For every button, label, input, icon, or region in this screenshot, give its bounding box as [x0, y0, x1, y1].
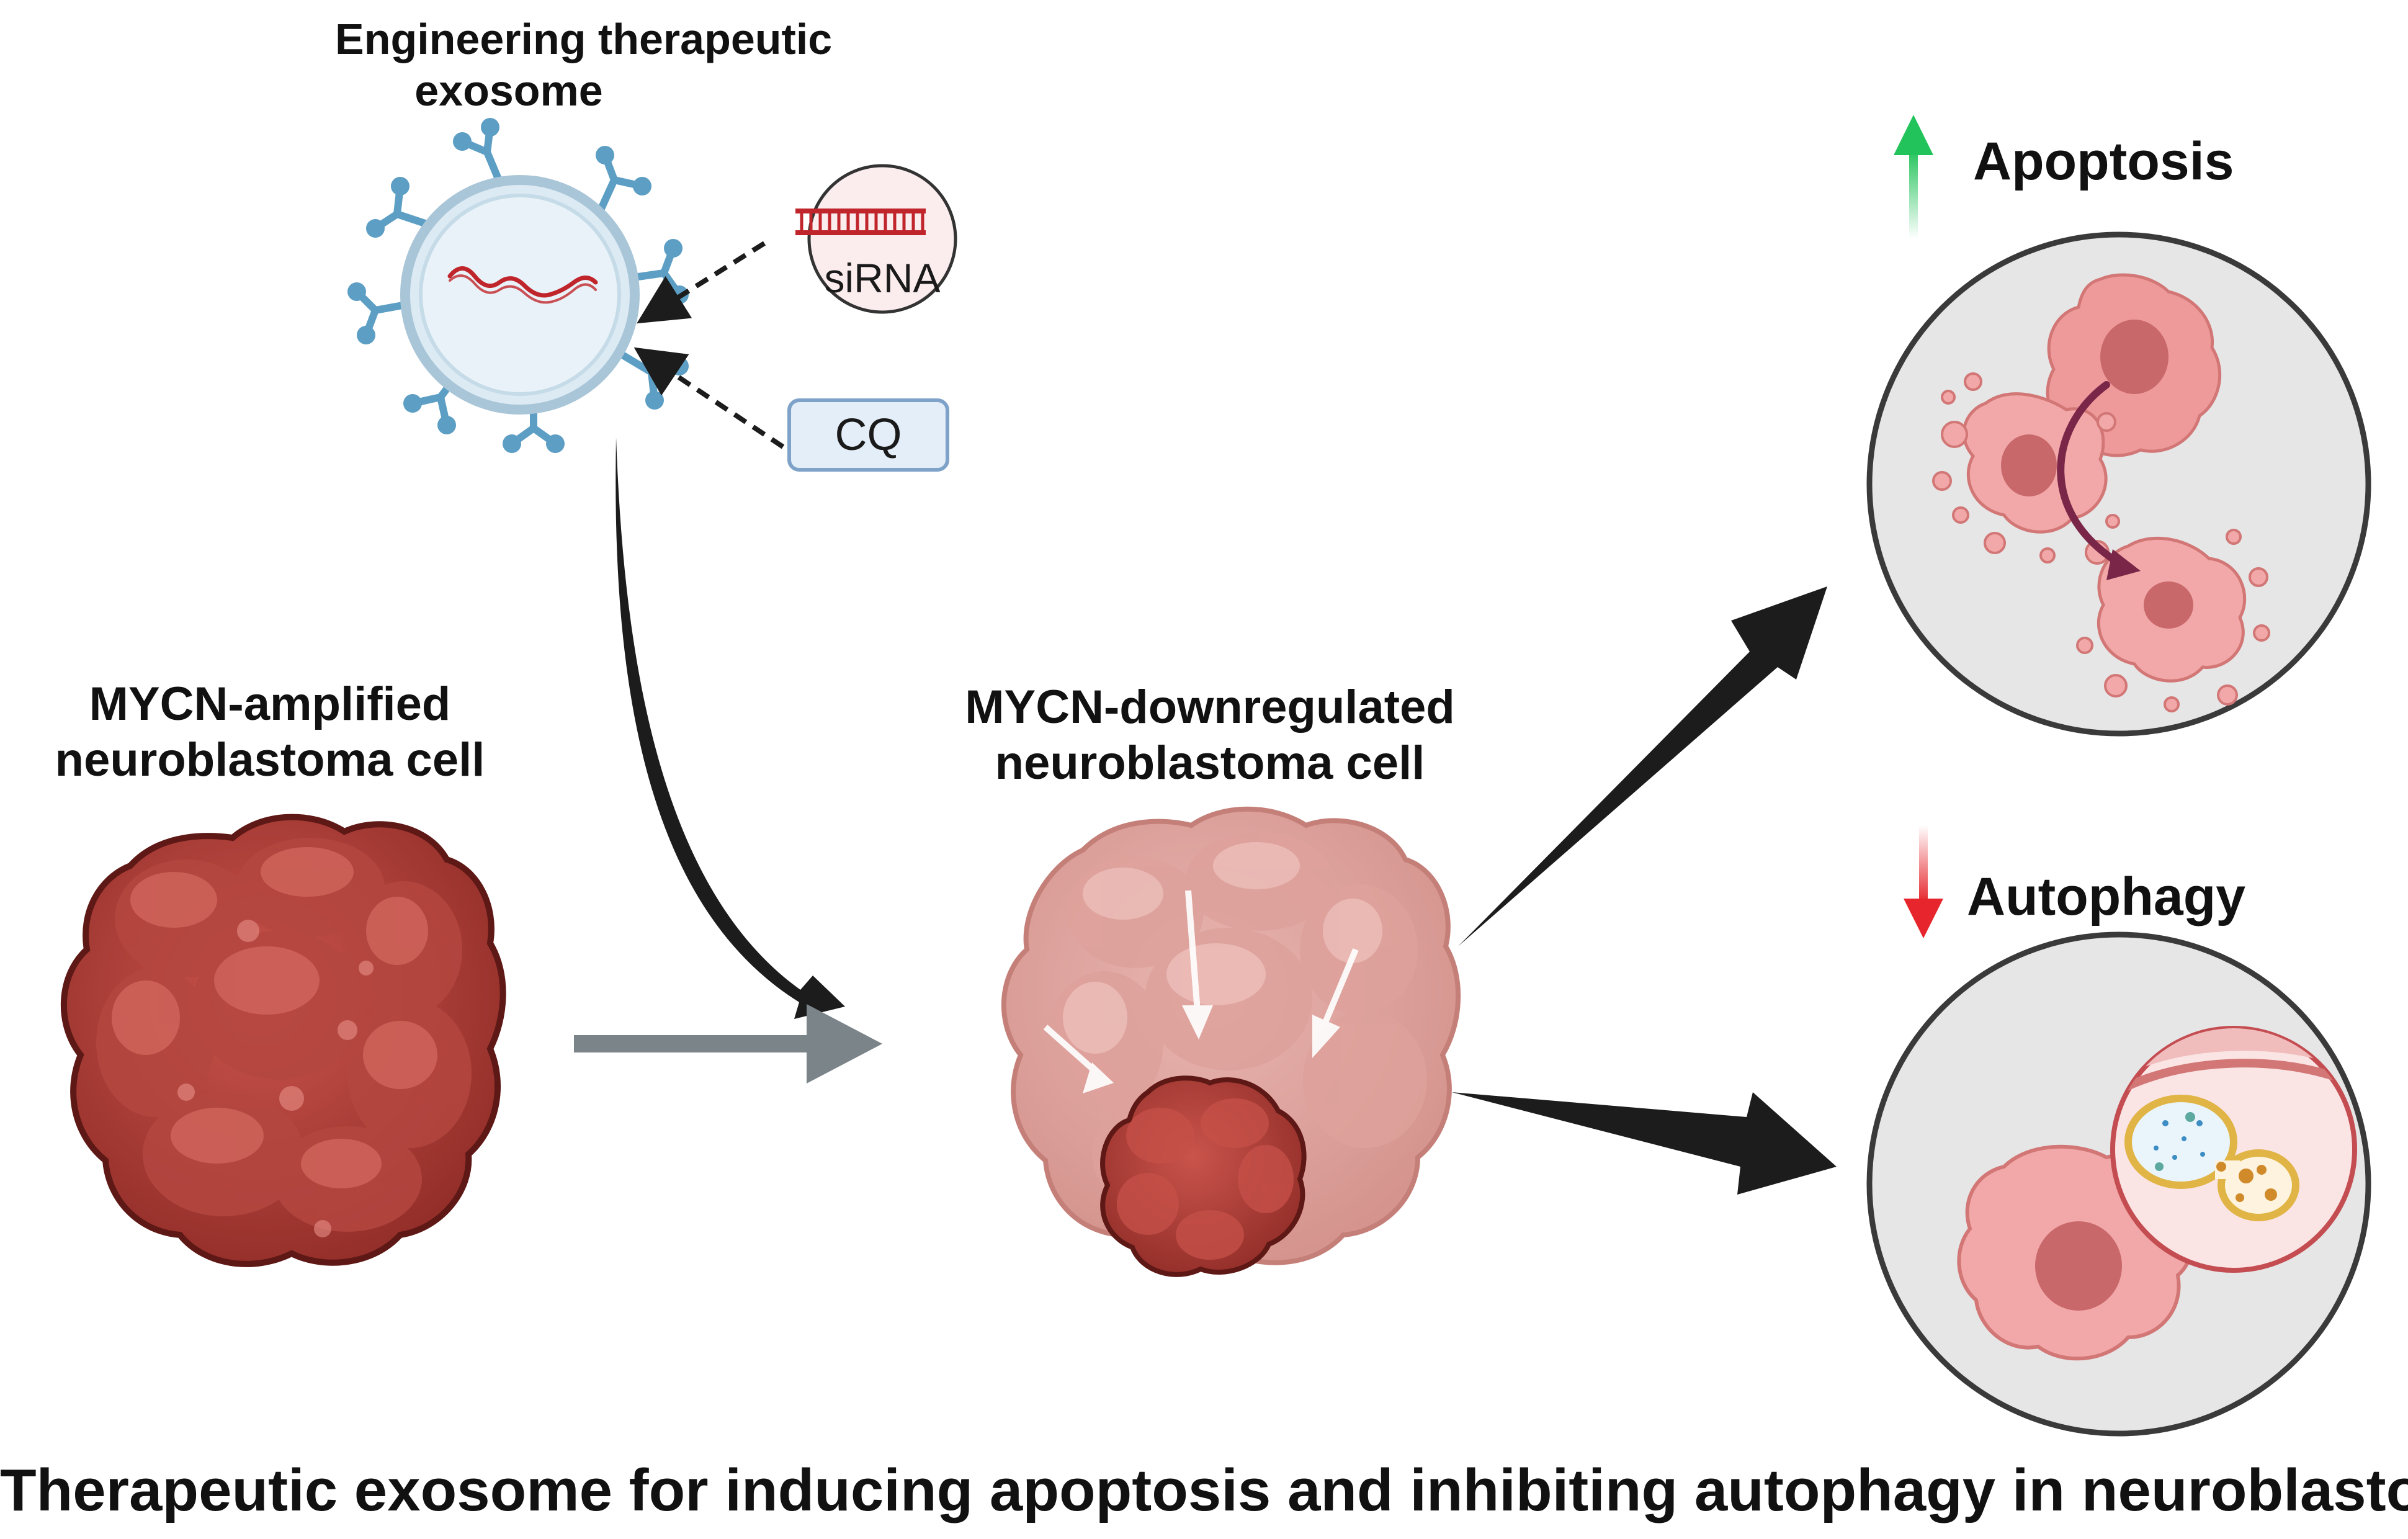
transition-arrow: [574, 1004, 882, 1084]
exosome-title-line2: exosome: [414, 66, 603, 115]
up-arrow-icon: [1894, 115, 1933, 239]
amplified-line2: neuroblastoma cell: [55, 733, 485, 786]
down-arrow-icon: [1904, 825, 1943, 938]
autophagy-arrow: [1452, 1092, 1837, 1195]
exosome-title-line1: Engineering therapeutic: [335, 15, 833, 63]
apoptosis-label: Apoptosis: [1973, 132, 2234, 191]
cq-box: [787, 398, 949, 472]
amplified-cell-label: MYCN-amplified neuroblastoma cell: [37, 676, 503, 787]
cq-dashed-arrow: [633, 347, 785, 449]
exosome-title: Engineering therapeutic exosome: [335, 14, 833, 116]
downregulated-cell-label: MYCN-downregulated neuroblastoma cell: [931, 680, 1489, 791]
exosome-icon: [347, 118, 689, 453]
tumor-cell-icon: [60, 814, 506, 1267]
apoptosis-arrow: [1458, 586, 1827, 946]
cq-label: CQ: [835, 410, 902, 460]
autophagy-label: Autophagy: [1967, 867, 2246, 927]
sirna-label: siRNA: [824, 255, 941, 301]
amplified-line1: MYCN-amplified: [89, 678, 451, 730]
downregulated-line2: neuroblastoma cell: [995, 736, 1425, 789]
downregulated-line1: MYCN-downregulated: [965, 681, 1455, 734]
sirna-icon: [795, 164, 957, 314]
autophagy-cell-icon: [1866, 931, 2371, 1437]
exosome-delivery-arrow: [615, 437, 845, 1019]
apoptotic-cell-icon: [1866, 231, 2371, 737]
downregulated-cell-icon: [1001, 806, 1461, 1277]
diagram-caption: Therapeutic exosome for inducing apoptos…: [0, 1457, 2408, 1523]
